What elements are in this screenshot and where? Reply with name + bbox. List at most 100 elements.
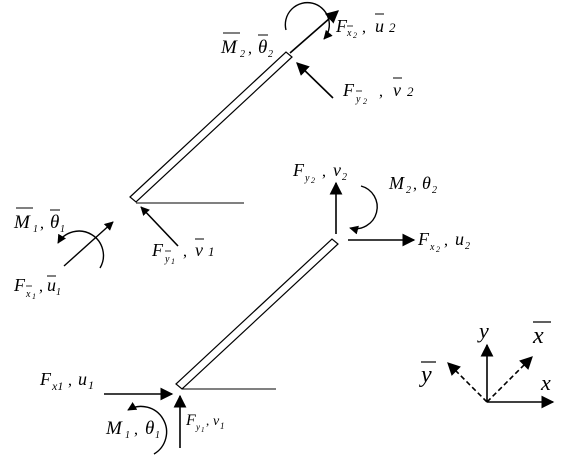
moment-symbol: M (13, 212, 31, 233)
force-subsubscript: 2 (353, 31, 357, 40)
force-symbol: F (151, 240, 164, 260)
disp-subscript: 1 (208, 244, 215, 259)
force-symbol: F (292, 160, 305, 180)
upper-end1-moment-label: M 1 , θ 1 (13, 207, 65, 235)
upper-end1-axial-arrow (63, 221, 114, 267)
force-symbol: F (185, 412, 196, 429)
angle-symbol: θ (145, 418, 154, 439)
disp-symbol: v (213, 414, 220, 429)
angle-subscript: 1 (155, 430, 160, 441)
disp-symbol: v (195, 240, 203, 260)
force-subscript: x (346, 28, 352, 39)
force-symbol: F (39, 369, 52, 389)
force-subscript: y (195, 422, 200, 432)
force-subsubscript: 2 (436, 245, 440, 254)
separator: , (322, 163, 326, 180)
upper-end2-axial-arrow (289, 10, 339, 54)
separator: , (68, 372, 72, 389)
separator: , (134, 421, 138, 438)
lower-end2-moment-label: M 2 , θ 2 (388, 173, 437, 196)
lower-end1-horizontal-label: F x1 , u 1 (39, 369, 94, 393)
disp-symbol: v (393, 80, 401, 100)
global-y-label: y (477, 318, 489, 343)
lower-member-bar (175, 238, 339, 390)
disp-subscript: 1 (88, 378, 94, 392)
force-symbol: F (335, 16, 348, 36)
disp-subscript: 2 (465, 241, 470, 252)
disp-symbol: u (78, 369, 87, 389)
local-x-axis (486, 356, 533, 403)
force-symbol: F (13, 275, 26, 295)
disp-symbol: u (455, 229, 464, 249)
upper-end1-axial-label: F x 1 , u 1 (13, 275, 61, 301)
lower-end1-moment-arc (127, 402, 168, 455)
angle-symbol: θ (50, 212, 59, 233)
force-symbol: F (342, 80, 355, 100)
upper-end2-shear-arrow (296, 62, 334, 99)
upper-end1-shear-arrow (140, 206, 179, 247)
local-y-label: y (419, 362, 432, 388)
force-subscript: x (429, 242, 435, 253)
disp-subscript: 2 (407, 84, 414, 99)
force-subscript: x1 (51, 379, 63, 393)
disp-subscript: 2 (389, 20, 396, 35)
separator: , (206, 413, 209, 428)
lower-end2-horizontal-label: F x 2 , u 2 (417, 229, 470, 254)
angle-subscript: 2 (268, 49, 273, 60)
disp-symbol: u (375, 16, 384, 36)
separator: , (413, 176, 417, 193)
upper-end2-moment-label: M 2 , θ 2 (220, 32, 273, 60)
global-x-label: x (540, 370, 551, 395)
disp-symbol: v (333, 160, 341, 180)
moment-symbol: M (220, 37, 238, 58)
upper-element: M 2 , θ 2 F x 2 , u 2 F y 2 , v 2 (13, 1, 414, 301)
force-subsubscript: 1 (201, 426, 205, 434)
moment-symbol: M (388, 173, 405, 193)
angle-symbol: θ (422, 173, 431, 193)
angle-subscript: 2 (432, 185, 437, 196)
separator: , (248, 40, 252, 57)
disp-subscript: 1 (220, 421, 225, 431)
upper-member-bar (129, 51, 293, 203)
moment-subscript: 2 (240, 49, 245, 60)
disp-symbol: u (47, 275, 56, 295)
local-y-axis (447, 362, 488, 403)
force-subsubscript: 1 (32, 292, 36, 301)
upper-end1-shear-label: F y 1 , v 1 (151, 238, 215, 266)
angle-symbol: θ (258, 37, 267, 58)
upper-end2-shear-label: F y 2 , v 2 (342, 77, 414, 106)
force-subscript: y (164, 254, 170, 265)
separator: , (444, 232, 448, 249)
moment-subscript: 1 (33, 224, 38, 235)
force-subscript: y (355, 94, 361, 105)
separator: , (39, 278, 43, 295)
upper-end2-moment-arc (284, 1, 333, 40)
force-subsubscript: 2 (311, 176, 315, 185)
upper-end2-axial-label: F x 2 , u 2 (335, 13, 396, 40)
lower-end2-vertical-label: F y 2 , v 2 (292, 160, 347, 185)
force-subscript: y (304, 173, 310, 184)
lower-end1-vertical-label: F y 1 , v 1 (185, 412, 225, 434)
coordinate-axes: x y x y (419, 318, 555, 409)
lower-end1-moment-label: M 1 , θ 1 (105, 418, 160, 441)
force-subscript: x (25, 289, 31, 300)
disp-subscript: 2 (342, 172, 347, 183)
separator: , (40, 215, 44, 232)
disp-subscript: 1 (56, 287, 61, 298)
lower-end2-moment-arc (349, 185, 378, 235)
angle-subscript: 1 (60, 224, 65, 235)
local-x-label: x (532, 323, 544, 349)
upper-end1-moment-arc (57, 230, 105, 269)
force-symbol: F (417, 229, 430, 249)
moment-subscript: 2 (406, 185, 411, 196)
force-subsubscript: 1 (171, 257, 175, 266)
force-subsubscript: 2 (363, 97, 367, 106)
separator: , (362, 19, 366, 36)
separator: , (379, 83, 383, 100)
lower-element: F y 2 , v 2 M 2 , θ 2 F x 2 , u 2 F x1 (39, 160, 470, 455)
moment-symbol: M (105, 418, 123, 439)
separator: , (183, 243, 187, 260)
moment-subscript: 1 (125, 430, 130, 441)
